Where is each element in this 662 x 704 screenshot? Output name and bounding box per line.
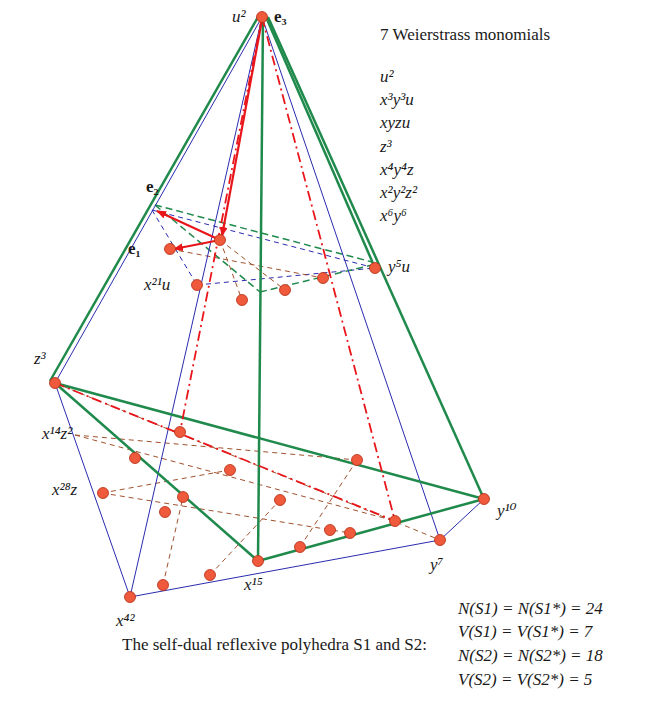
- monomial: z³: [380, 138, 392, 157]
- vertex-label: y¹⁰: [497, 502, 516, 521]
- vector-label: e₁: [128, 240, 141, 259]
- vector-label: e₃: [274, 8, 287, 27]
- vertex-label: u²: [232, 8, 246, 27]
- monomial: x⁶y⁶: [380, 207, 407, 226]
- vertex-label: y⁷: [430, 556, 443, 575]
- vertex-label: z³: [34, 350, 46, 369]
- monomial: u²: [380, 68, 394, 87]
- vertex-label: y⁵u: [388, 258, 410, 277]
- count-note: N(S1) = N(S1*) = 24: [458, 600, 603, 619]
- vertex-label: x²⁸z: [52, 481, 77, 500]
- monomial: xyzu: [380, 114, 410, 133]
- list-heading: 7 Weierstrass monomials: [380, 26, 550, 45]
- count-note: N(S2) = N(S2*) = 18: [458, 647, 603, 666]
- vector-label: e₂: [146, 178, 159, 197]
- monomial: x⁴y⁴z: [380, 161, 414, 180]
- vertex-label: x⁴²: [116, 612, 135, 631]
- monomial: x³y³u: [380, 91, 414, 110]
- count-note: V(S1) = V(S1*) = 7: [458, 623, 592, 642]
- monomial: x²y²z²: [380, 184, 417, 203]
- count-note: V(S2) = V(S2*) = 5: [458, 671, 592, 690]
- vertex-label: x¹⁵: [244, 576, 263, 595]
- vertex-label: x¹⁴z²: [42, 425, 72, 444]
- caption-text: The self-dual reflexive polyhedra S1 and…: [122, 636, 427, 655]
- vertex-label: x²¹u: [144, 276, 170, 295]
